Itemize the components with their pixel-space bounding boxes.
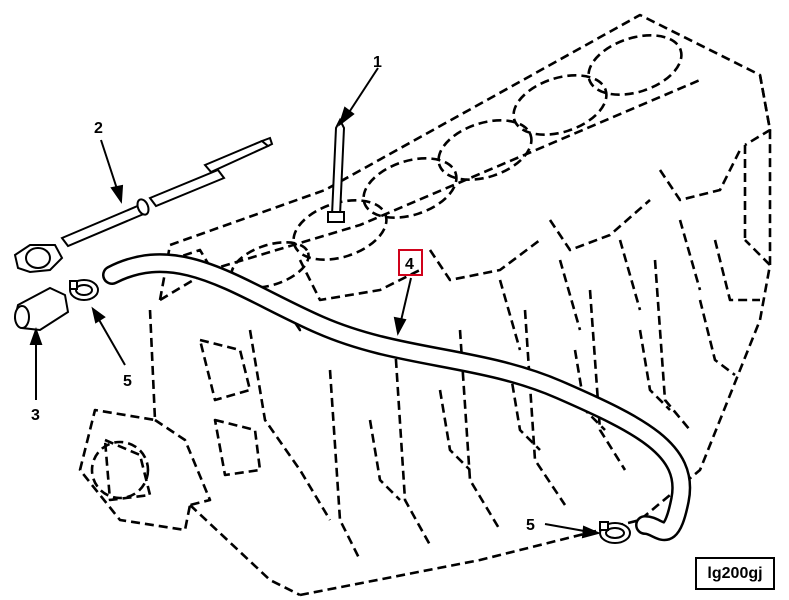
callout-2-label: 2 <box>94 120 103 137</box>
hose-clamp-upper <box>69 279 99 301</box>
engine-block <box>78 13 772 597</box>
callout-4-highlight-box <box>398 249 423 276</box>
tube-adapter <box>13 244 70 332</box>
callout-5-upper-label: 5 <box>123 373 132 390</box>
dipstick <box>327 117 346 223</box>
callout-4-label: 4 <box>405 256 414 273</box>
figure-id: lg200gj <box>695 557 775 590</box>
leader-lines <box>29 67 602 539</box>
callout-3-label: 3 <box>31 407 40 424</box>
hose <box>102 253 692 542</box>
callout-1-label: 1 <box>373 54 382 71</box>
hose-clamp-lower <box>599 521 631 544</box>
callout-5-lower-label: 5 <box>526 517 535 534</box>
cylinder-bores <box>230 34 683 289</box>
dipstick-tube <box>60 136 274 248</box>
